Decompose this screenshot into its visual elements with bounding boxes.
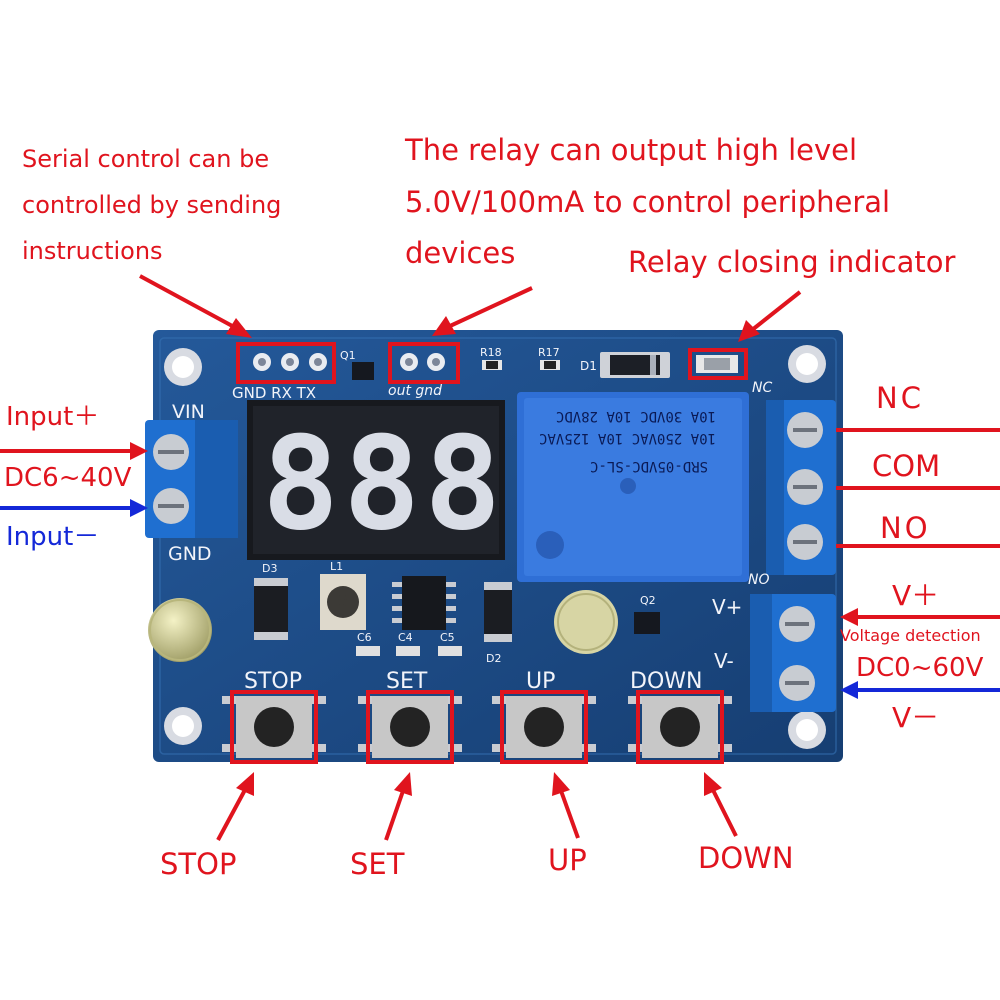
com-label: COM [872, 449, 941, 483]
relay-output-arrow [432, 286, 533, 336]
input-plus-arrow [0, 442, 148, 460]
detect-range-label: DC0~60V [856, 653, 984, 683]
relay-output-line: The relay can output high level [405, 133, 858, 167]
serial-arrow [139, 274, 252, 338]
stop-button[interactable] [222, 696, 326, 758]
buzzer [554, 590, 618, 654]
v-plus-label: V＋ [892, 579, 940, 612]
relay-output-line: devices [405, 236, 516, 271]
set-button-highlight [366, 690, 454, 764]
mounting-hole [164, 707, 202, 745]
serial-control-line: controlled by sending [22, 191, 282, 220]
seven-segment-display: 888 [247, 400, 505, 560]
set-callout: SET [350, 847, 405, 881]
input-minus-label: Input－ [6, 522, 100, 552]
input-minus-arrow [0, 499, 148, 517]
up-button-highlight [500, 690, 588, 764]
set-button[interactable] [358, 696, 462, 758]
down-arrow [704, 772, 738, 837]
stop-button-highlight [230, 690, 318, 764]
relay-terminal-block [766, 400, 836, 575]
voltage-detection-label: Voltage detection [840, 626, 981, 645]
relay-indicator-callout: Relay closing indicator [628, 245, 956, 279]
set-arrow [384, 772, 412, 841]
serial-control-line: Serial control can be [22, 145, 270, 173]
v-minus-label: V－ [892, 701, 940, 734]
input-terminal-block [145, 420, 238, 538]
down-button-highlight [636, 690, 724, 764]
mounting-hole [788, 711, 826, 749]
indicator-highlight [688, 348, 748, 380]
stop-arrow [216, 772, 254, 841]
up-button[interactable] [492, 696, 596, 758]
mounting-hole [788, 345, 826, 383]
relay-output-line: 5.0V/100mA to control peripheral [405, 184, 891, 219]
v-plus-arrow [840, 608, 1000, 626]
v-minus-arrow [840, 681, 1000, 699]
serial-header-highlight [236, 342, 336, 384]
detection-terminal-block [750, 594, 836, 712]
down-button[interactable] [628, 696, 732, 758]
relay: SRD-05VDC-SL-C 10A 250VAC 10A 125VAC 10A… [517, 392, 749, 582]
ic-chip [402, 576, 446, 630]
mounting-hole [164, 348, 202, 386]
relay-output-callout: The relay can output high level 5.0V/100… [405, 125, 890, 280]
up-arrow [552, 772, 580, 839]
serial-control-line: instructions [22, 237, 163, 266]
serial-control-callout: Serial control can be controlled by send… [22, 136, 281, 274]
electrolytic-capacitor [148, 598, 212, 662]
stop-callout: STOP [160, 847, 237, 881]
up-callout: UP [548, 843, 587, 877]
output-header-highlight [388, 342, 460, 384]
no-label: NO [880, 511, 931, 545]
input-plus-label: Input＋ [6, 402, 100, 432]
indicator-arrow [738, 290, 802, 342]
input-range-label: DC6~40V [4, 463, 132, 493]
nc-label: NC [876, 381, 924, 415]
down-callout: DOWN [698, 841, 794, 875]
